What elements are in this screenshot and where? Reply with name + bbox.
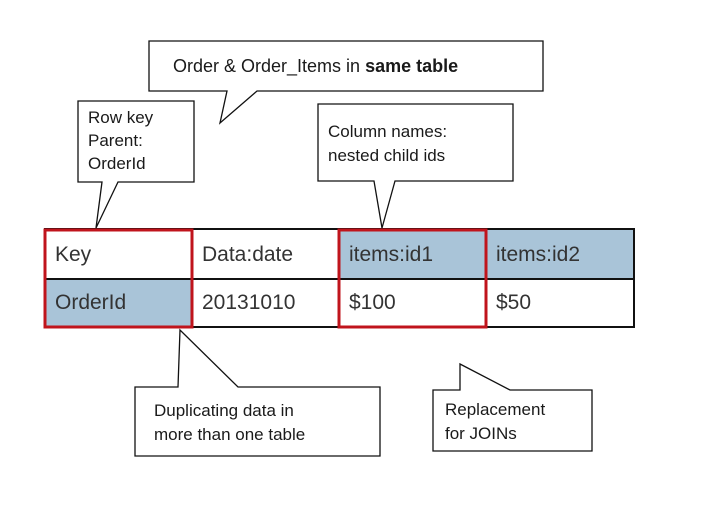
callout-column-names-line2: nested child ids [328, 146, 446, 165]
callout-column-names-shape [317, 103, 514, 229]
callout-title-prefix: Order & Order_Items in [173, 56, 366, 76]
table-header-cell: items:id2 [496, 243, 581, 266]
callout-replacement-line2: for JOINs [445, 424, 517, 443]
callout-replacement-text: Replacement for JOINs [445, 398, 545, 446]
key-column-highlight [43, 228, 194, 329]
callout-replacement-line1: Replacement [445, 400, 546, 419]
callout-duplicating-line2: more than one table [154, 425, 306, 444]
callout-row-key-shape [77, 100, 195, 229]
callout-row-key-line3: OrderId [88, 154, 146, 173]
callout-duplicating-line1: Duplicating data in [154, 401, 294, 420]
callout-duplicating-shape [134, 328, 381, 457]
cell-fill-orderid [45, 279, 192, 327]
table-cell: 20131010 [202, 291, 296, 314]
callout-column-names-line1: Column names: [328, 122, 448, 141]
callout-column-names-text: Column names: nested child ids [328, 120, 447, 168]
callout-row-key-text: Row key Parent: OrderId [88, 106, 153, 175]
table-header-cell: items:id1 [349, 243, 434, 266]
cell-fill-header-items-id2 [486, 229, 634, 279]
callout-title-text: Order & Order_Items in same table [173, 55, 458, 78]
callout-duplicating-text: Duplicating data in more than one table [154, 399, 305, 447]
callout-row-key-line2: Parent: [88, 131, 143, 150]
table-cell: $100 [349, 291, 396, 314]
callout-row-key-line1: Row key [88, 108, 154, 127]
items-id1-column-highlight [337, 228, 488, 329]
callout-replacement-shape [432, 362, 593, 452]
table-cell: $50 [496, 291, 532, 314]
callout-title-shape [148, 40, 544, 125]
table-header-cell: Data:date [202, 243, 294, 266]
table-cell: OrderId [55, 291, 127, 314]
cell-fill-header-items-id1 [339, 229, 486, 279]
callout-title-emphasis: same table [365, 56, 459, 76]
table-header-cell: Key [55, 243, 92, 266]
